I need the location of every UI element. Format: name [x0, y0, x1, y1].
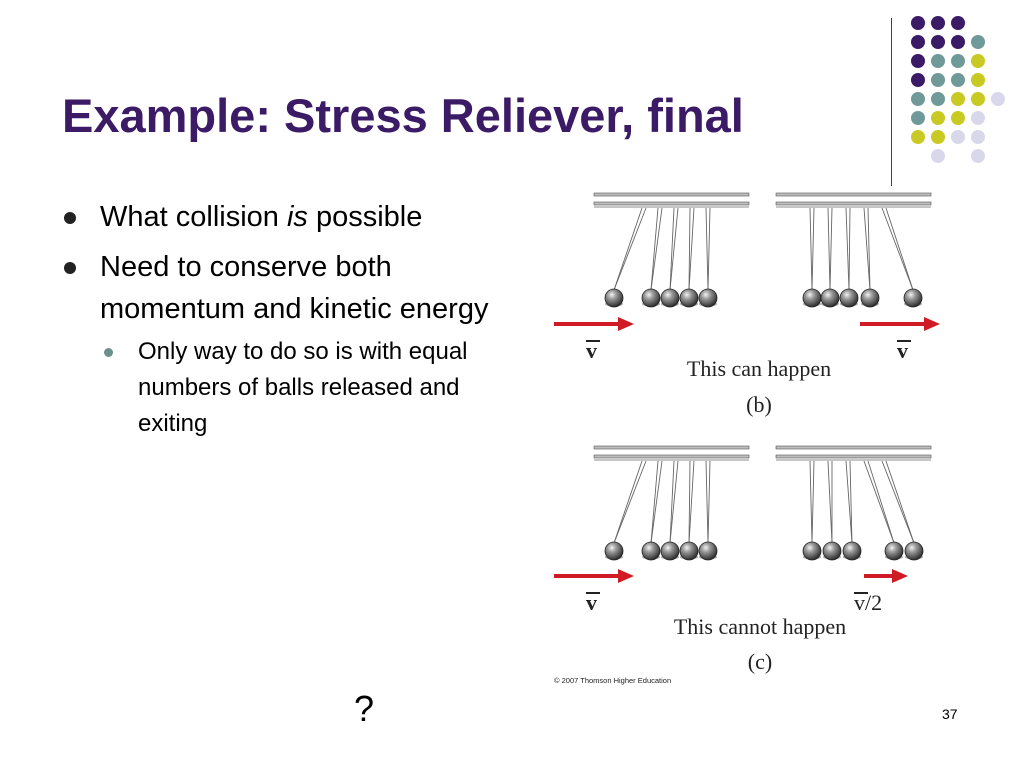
decorative-dot	[951, 16, 965, 30]
cradle-right-c	[775, 445, 932, 561]
decorative-dot	[911, 130, 925, 144]
decorative-dot	[951, 130, 965, 144]
decorative-dot	[911, 111, 925, 125]
question-mark: ?	[354, 688, 375, 729]
copyright-text: © 2007 Thomson Higher Education	[554, 676, 671, 685]
decorative-dot	[971, 92, 985, 106]
cradle-left-c	[593, 445, 750, 561]
decorative-dot	[911, 92, 925, 106]
cradle-left-b	[593, 192, 750, 308]
bullet-icon	[64, 212, 76, 224]
decorative-dot	[971, 54, 985, 68]
decorative-dot	[951, 35, 965, 49]
decorative-dot	[931, 149, 945, 163]
arrow-icon	[864, 569, 908, 583]
bullet-icon	[64, 262, 76, 274]
decorative-dot	[991, 92, 1005, 106]
decorative-dot	[911, 54, 925, 68]
decorative-dot	[951, 92, 965, 106]
arrow-icon	[554, 317, 634, 331]
velocity-label: v	[897, 338, 908, 363]
page-number: 37	[942, 706, 958, 722]
decorative-dot	[931, 54, 945, 68]
velocity-label: v/2	[854, 590, 882, 615]
arrow-icon	[554, 569, 634, 583]
bullet-item: What collision is possible	[62, 196, 502, 238]
decorative-dot	[951, 111, 965, 125]
figure-label: (c)	[748, 649, 772, 674]
decorative-dot	[971, 111, 985, 125]
cradle-right-b	[775, 192, 932, 308]
sub-bullet-icon	[104, 348, 113, 357]
bullet-text: Need to conserve both momentum and kinet…	[100, 251, 489, 325]
newtons-cradle-figure: v v This can happen (b) v v/2 This canno…	[554, 192, 940, 685]
decorative-dot	[911, 16, 925, 30]
bullet-list: What collision is possible Need to conse…	[62, 196, 502, 442]
figure-caption: This cannot happen	[674, 614, 846, 639]
bullet-emphasis: is	[286, 201, 308, 233]
decorative-divider	[891, 18, 892, 186]
decorative-dot	[931, 111, 945, 125]
decorative-dot-grid	[911, 16, 1005, 163]
figure-label: (b)	[746, 392, 772, 417]
velocity-label: v	[586, 590, 597, 615]
arrow-icon	[860, 317, 940, 331]
figure-caption: This can happen	[687, 356, 831, 381]
bullet-item: Need to conserve both momentum and kinet…	[62, 246, 502, 330]
bullet-text: What collision	[100, 201, 287, 233]
decorative-dot	[931, 92, 945, 106]
sub-bullet-text: Only way to do so is with equal numbers …	[138, 338, 468, 437]
decorative-dot	[911, 35, 925, 49]
decorative-dot	[971, 130, 985, 144]
decorative-dot	[951, 73, 965, 87]
decorative-dot	[931, 130, 945, 144]
decorative-dot	[931, 35, 945, 49]
decorative-dot	[971, 73, 985, 87]
decorative-dot	[971, 35, 985, 49]
decorative-dot	[971, 149, 985, 163]
decorative-dot	[911, 73, 925, 87]
slide-title: Example: Stress Reliever, final	[62, 89, 744, 142]
velocity-label: v	[586, 338, 597, 363]
decorative-dot	[951, 54, 965, 68]
sub-bullet-item: Only way to do so is with equal numbers …	[62, 334, 502, 442]
bullet-text: possible	[307, 201, 423, 233]
decorative-dot	[931, 73, 945, 87]
decorative-dot	[931, 16, 945, 30]
